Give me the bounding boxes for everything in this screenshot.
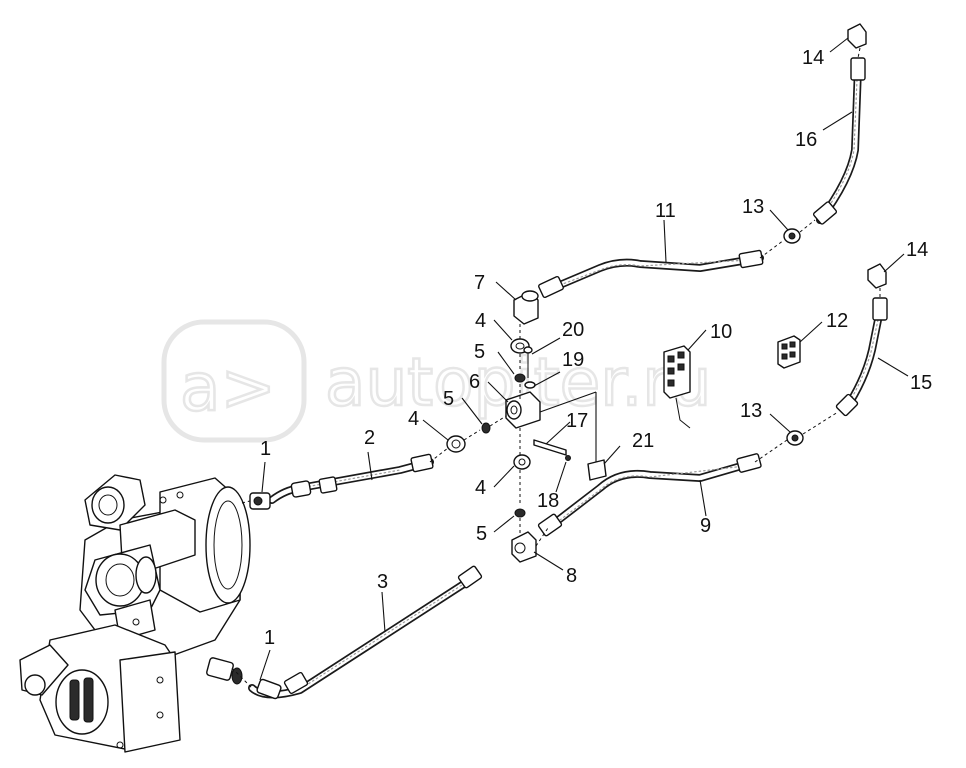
callout-16: 16: [795, 129, 817, 151]
transmission-housing: [19, 474, 251, 753]
tee-block-6: [505, 391, 541, 429]
callout-13-lower: 13: [740, 400, 762, 422]
callout-14-upper: 14: [802, 47, 824, 69]
hose-3: [248, 576, 474, 699]
callout-9: 9: [700, 515, 711, 537]
callout-15: 15: [910, 372, 932, 394]
callout-7: 7: [474, 272, 485, 294]
callout-21: 21: [632, 430, 654, 452]
nut-13-upper: [783, 228, 801, 244]
callout-3: 3: [377, 571, 388, 593]
callout-6: 6: [469, 371, 480, 393]
nut-4-left: [446, 435, 466, 453]
nut-13-lower: [786, 430, 804, 446]
bracket-17: [533, 439, 571, 461]
callout-4-lower: 4: [475, 477, 486, 499]
seal-5-left: [481, 422, 491, 434]
fitting-1-upper: [249, 492, 271, 510]
seal-5-lower: [514, 508, 526, 518]
callout-5-upper: 5: [474, 341, 485, 363]
callout-14-lower: 14: [906, 239, 928, 261]
washer-19: [524, 381, 536, 389]
elbow-8: [511, 531, 537, 563]
watermark-logo-text: a>: [180, 349, 276, 426]
callout-4-left: 4: [408, 408, 419, 430]
callout-18: 18: [537, 490, 559, 512]
watermark-logo-frame: [161, 319, 307, 443]
callout-19: 19: [562, 349, 584, 371]
nut-4-lower: [513, 454, 531, 470]
callout-8: 8: [566, 565, 577, 587]
elbow-7: [513, 290, 539, 325]
leader-lines: [259, 37, 909, 681]
callout-1-upper: 1: [260, 438, 271, 460]
callout-12: 12: [826, 310, 848, 332]
clamp-21: [587, 459, 607, 481]
callout-labels: 1 1 2 3 4 4 4 5 5 5 6 7 8 9 10 11 12 13 …: [260, 47, 932, 649]
hose-16: [816, 64, 862, 224]
seal-5-upper: [514, 373, 526, 383]
elbow-14-upper: [847, 23, 867, 49]
hose-11: [544, 254, 764, 294]
callout-2: 2: [364, 427, 375, 449]
elbow-14-lower: [867, 263, 887, 289]
valve-block-10: [663, 345, 691, 429]
hose-fittings: [256, 57, 888, 700]
callout-17: 17: [566, 410, 588, 432]
callout-1-lower: 1: [264, 627, 275, 649]
callout-5-left: 5: [443, 388, 454, 410]
hose-9: [544, 458, 759, 532]
callout-5-lower: 5: [476, 523, 487, 545]
callout-11: 11: [655, 200, 676, 222]
valve-block-12: [777, 335, 801, 369]
callout-10: 10: [710, 321, 732, 343]
watermark: a> autopiter.ru: [161, 319, 713, 443]
callout-13-upper: 13: [742, 196, 764, 218]
fitting-1-lower: [206, 657, 243, 685]
callout-20: 20: [562, 319, 584, 341]
assembly-lines: [231, 47, 881, 689]
callout-4-upper: 4: [475, 310, 486, 332]
bolt-20: [523, 346, 533, 378]
